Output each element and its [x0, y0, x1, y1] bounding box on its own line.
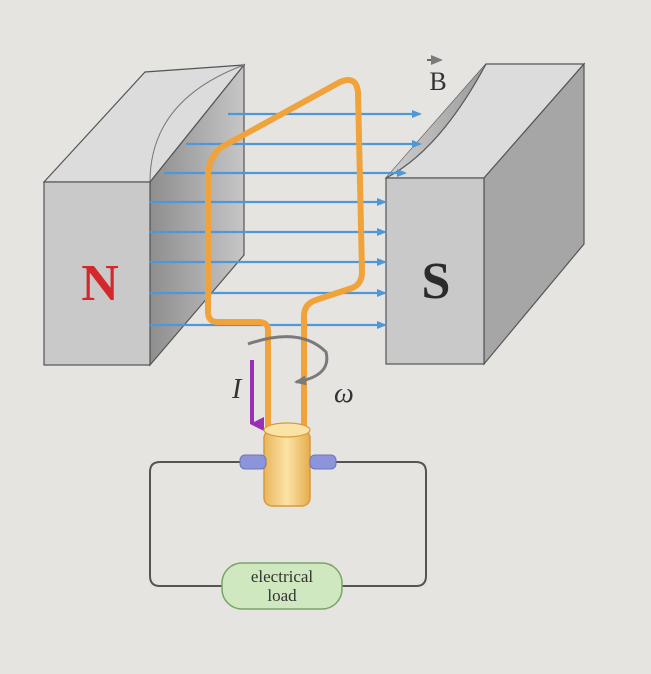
field-symbol: B: [429, 67, 446, 96]
curved-arrow-icon: [247, 335, 329, 386]
circuit: electrical load: [149, 422, 427, 610]
coil-loop: [205, 77, 365, 413]
brush-left: [239, 454, 267, 470]
load-label-line2: load: [267, 586, 297, 605]
omega-label: ω: [334, 378, 354, 409]
north-magnet: N: [42, 63, 246, 367]
circuit-wire: [149, 461, 427, 587]
slip-ring: [263, 429, 311, 507]
current-label: I: [231, 374, 243, 405]
brush-right: [309, 454, 337, 470]
load-label-line1: electrical: [251, 567, 314, 586]
south-magnet: S: [384, 62, 586, 366]
field-vector-label: B: [427, 55, 447, 96]
electrical-load: [221, 562, 343, 610]
north-pole-label: N: [81, 255, 119, 312]
south-pole-label: S: [422, 253, 451, 310]
